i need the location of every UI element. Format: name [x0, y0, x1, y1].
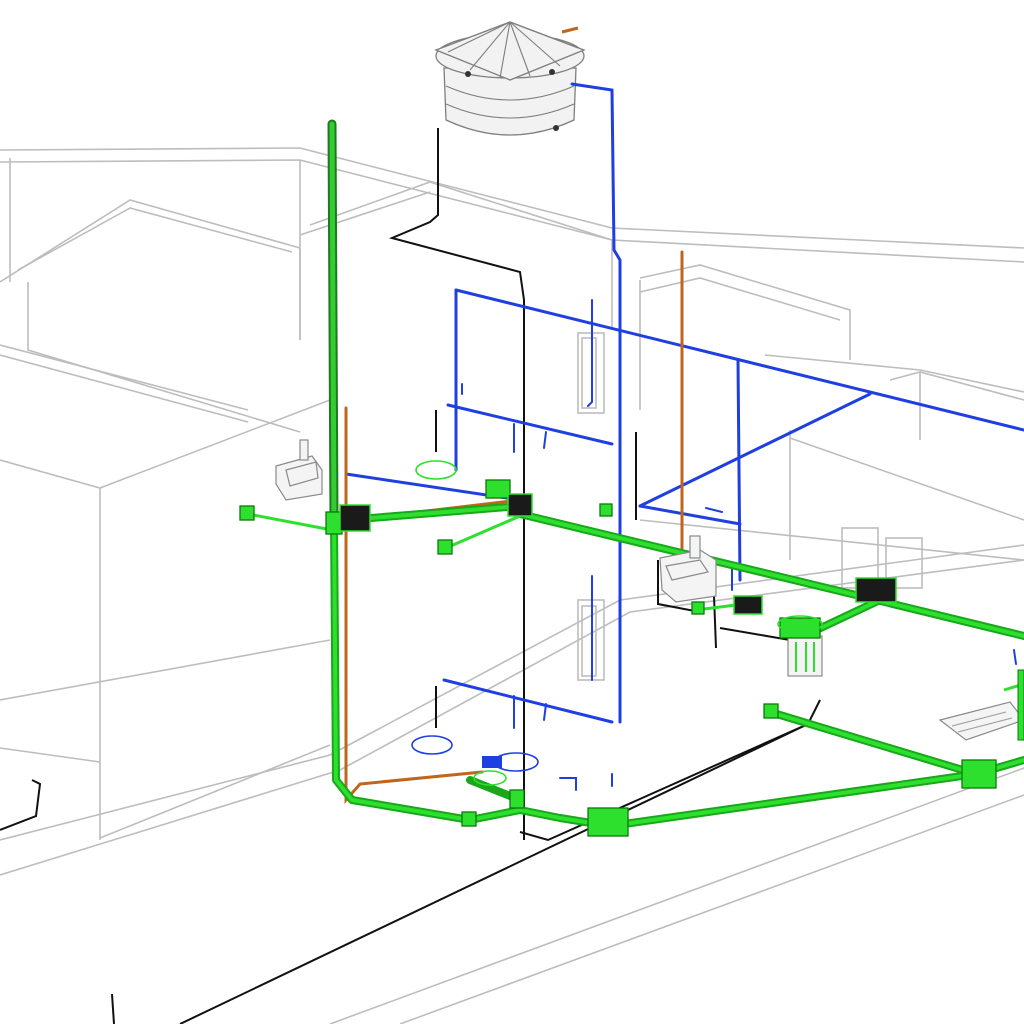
wall-outline: [0, 344, 249, 411]
cold-water-pipe: [736, 358, 742, 582]
cold-water-pipe: [638, 392, 872, 508]
sewer-branch: [445, 514, 521, 550]
pipe-fitting: [855, 577, 897, 603]
wall-outline: [17, 207, 293, 271]
floor-drain: [411, 735, 453, 755]
pipe-fitting: [779, 617, 821, 639]
wc: [938, 669, 1024, 741]
cold-water-pipe: [446, 403, 614, 446]
kitchen-sink: [275, 439, 323, 501]
sewer-pipe: [768, 710, 978, 776]
pipe-fitting: [587, 807, 629, 837]
rainwater-pipe: [388, 128, 525, 840]
pipe-fitting: [239, 505, 255, 521]
pipe-fitting: [599, 503, 613, 517]
wall-outline: [299, 191, 431, 236]
grease-trap: [787, 635, 823, 677]
wall-outline: [99, 744, 331, 839]
laundry-sink: [659, 535, 717, 603]
sewer-branch: [247, 512, 333, 532]
cold-water-pipe: [570, 82, 622, 724]
floor-outline: [0, 544, 1024, 841]
rainwater-pipe: [519, 699, 821, 842]
wall-outline: [0, 159, 1024, 263]
pipe-fitting: [339, 504, 371, 532]
rainwater-pipes: [0, 128, 821, 1024]
pipe-fitting: [485, 479, 511, 499]
rainwater-pipe: [179, 723, 809, 1024]
vent-pipes: [327, 119, 339, 525]
wall-outline: [789, 437, 1024, 521]
floor-outline: [0, 639, 331, 701]
cold-water-pipes: [344, 82, 1024, 791]
floor-outline: [399, 794, 1024, 1024]
floor-drain: [473, 770, 507, 786]
pipe-fitting: [763, 703, 779, 719]
rainwater-pipe: [111, 993, 115, 1024]
wall-outline: [639, 264, 851, 360]
rainwater-pipe: [657, 560, 701, 613]
door-frame: [885, 537, 923, 589]
hot-water-pipe: [344, 406, 484, 804]
sinks: [275, 439, 1024, 741]
wall-outline: [0, 354, 249, 423]
pipe-fittings: [239, 460, 997, 837]
pipe-fitting: [733, 595, 763, 615]
wall-outline: [764, 354, 1024, 393]
water-tank: [434, 21, 586, 136]
sewer-pipes: [247, 502, 1024, 830]
pipe-fitting: [461, 811, 477, 827]
wall-outline: [0, 147, 1024, 249]
floor-drain: [415, 460, 457, 480]
sewer-pipe: [344, 504, 522, 522]
cold-water-branch: [1013, 649, 1017, 665]
rainwater-pipe: [713, 595, 717, 649]
pipe-fitting: [961, 759, 997, 789]
wall-outline: [309, 181, 613, 241]
cold-water-branch: [543, 431, 547, 449]
cold-water-branch: [587, 299, 593, 407]
cold-water-branch: [705, 507, 723, 513]
wall-outline: [0, 199, 301, 340]
cold-water-pipe: [454, 288, 1024, 432]
rainwater-pipe: [719, 627, 791, 641]
cold-water-pipe: [638, 504, 742, 526]
rainwater-pipe: [0, 779, 42, 831]
window-frame: [581, 337, 597, 409]
cold-water-pipe: [442, 678, 614, 724]
wall-outline: [0, 747, 101, 763]
wall-outline: [889, 371, 1024, 401]
floor-outline: [329, 767, 1024, 1024]
pipe-fitting: [691, 601, 705, 615]
pipe-fitting: [509, 789, 525, 809]
floor-drain: [777, 615, 823, 633]
building-walls: [0, 147, 1024, 1024]
pipe-fitting: [437, 539, 453, 555]
cold-water-branch: [543, 703, 547, 721]
wall-outline: [639, 277, 841, 321]
cold-water-branch: [559, 777, 577, 791]
pipe-fitting: [507, 493, 533, 517]
window-frame: [581, 605, 597, 677]
vent-stack: [329, 121, 337, 523]
pipe-fitting: [482, 756, 502, 768]
wall-outline: [27, 282, 301, 433]
